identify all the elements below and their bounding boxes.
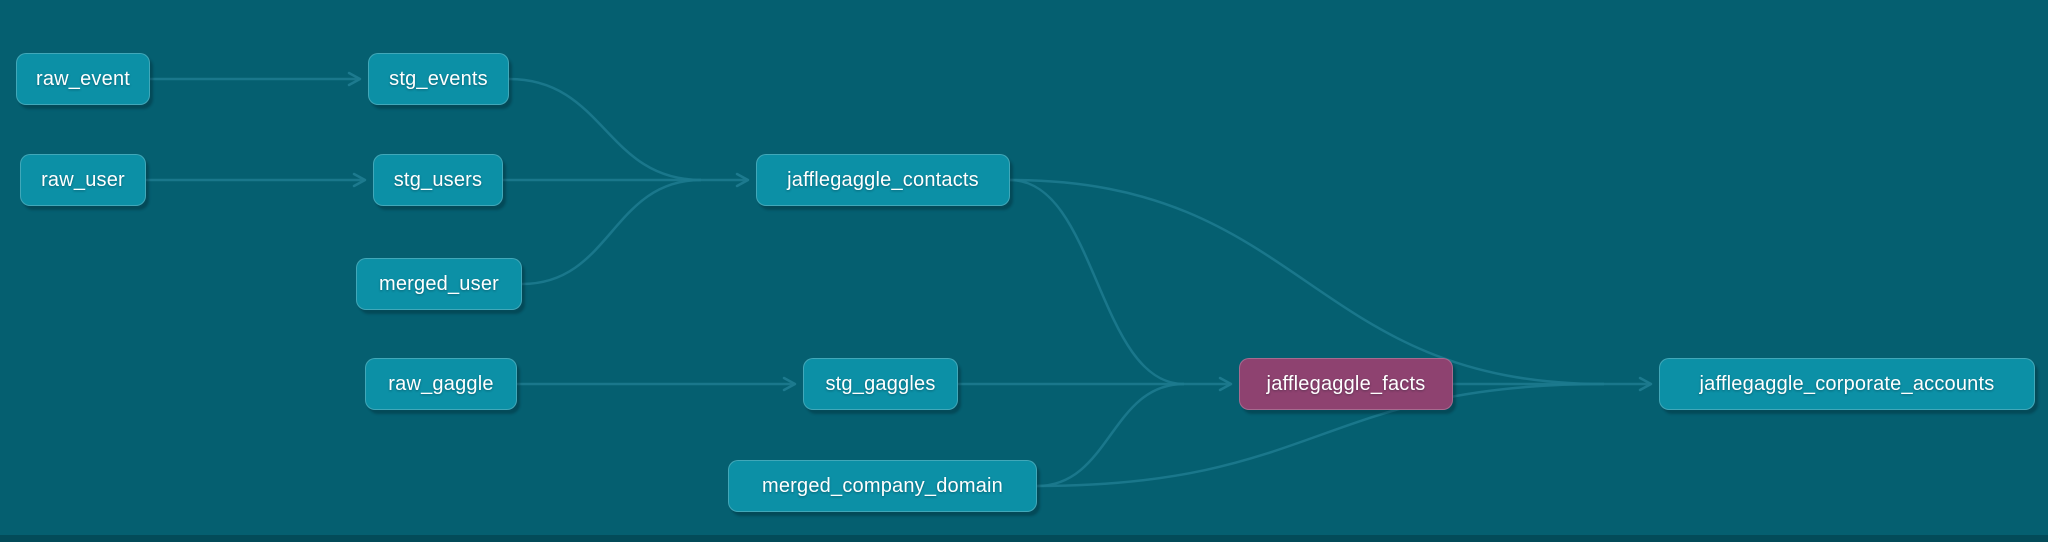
node-merged_user[interactable]: merged_user [356, 258, 522, 310]
edge-merged_company_domain-to-jafflegaggle_facts [1036, 382, 1185, 488]
node-label: stg_events [389, 67, 488, 90]
node-stg_events[interactable]: stg_events [368, 53, 509, 105]
node-raw_user[interactable]: raw_user [20, 154, 146, 206]
node-label: jafflegaggle_contacts [787, 168, 979, 191]
node-label: jafflegaggle_facts [1266, 372, 1426, 395]
node-stg_gaggles[interactable]: stg_gaggles [803, 358, 958, 410]
node-label: merged_company_domain [761, 474, 1003, 497]
edge-stg_events-to-jafflegaggle_contacts [508, 77, 702, 182]
node-jafflegaggle_contacts[interactable]: jafflegaggle_contacts [756, 154, 1010, 206]
node-jafflegaggle_corporate_accounts[interactable]: jafflegaggle_corporate_accounts [1659, 358, 2035, 410]
node-raw_event[interactable]: raw_event [16, 53, 150, 105]
node-label: raw_event [35, 67, 131, 90]
node-stg_users[interactable]: stg_users [373, 154, 503, 206]
node-label: raw_gaggle [388, 372, 494, 395]
node-label: stg_gaggles [825, 372, 936, 395]
node-label: raw_user [41, 168, 125, 191]
node-label: merged_user [378, 272, 500, 295]
edge-jafflegaggle_contacts-to-jafflegaggle_corporate_accounts [1009, 178, 1605, 386]
canvas-bottom-edge [0, 535, 2048, 542]
node-label: jafflegaggle_corporate_accounts [1699, 372, 1995, 395]
edge-merged_company_domain-to-jafflegaggle_corporate_accounts [1036, 382, 1605, 488]
node-jafflegaggle_facts[interactable]: jafflegaggle_facts [1239, 358, 1453, 410]
node-label: stg_users [393, 168, 483, 191]
node-raw_gaggle[interactable]: raw_gaggle [365, 358, 517, 410]
edge-jafflegaggle_contacts-to-jafflegaggle_facts [1009, 178, 1185, 386]
edge-merged_user-to-jafflegaggle_contacts [521, 178, 702, 286]
node-merged_company_domain[interactable]: merged_company_domain [728, 460, 1037, 512]
